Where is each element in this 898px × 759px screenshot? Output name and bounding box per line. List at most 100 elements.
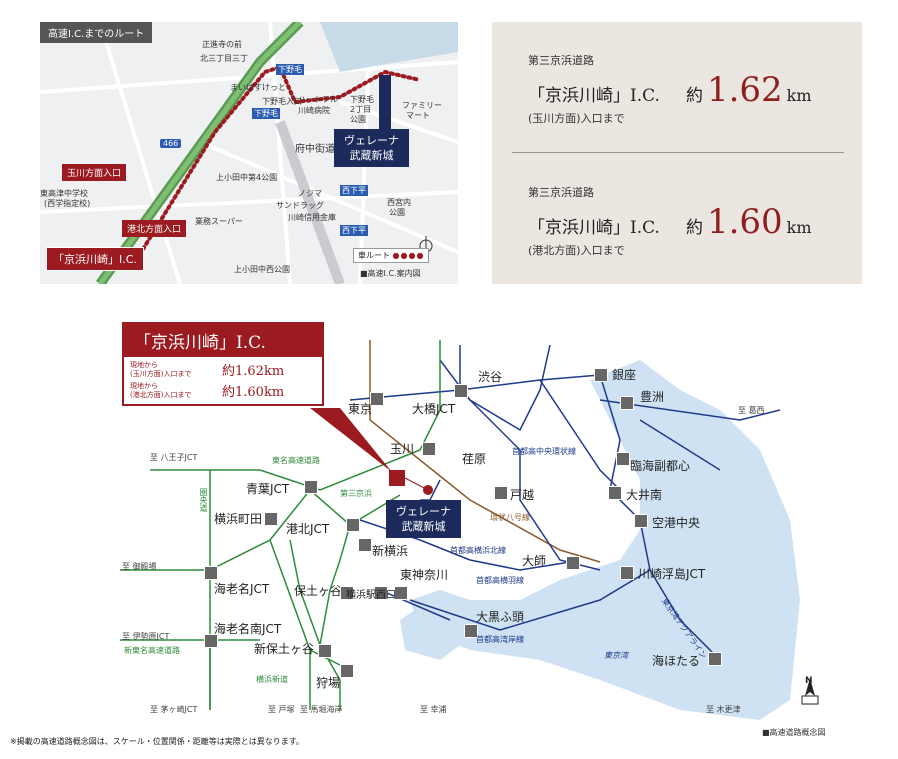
- node-ohashi-jct: 大橋JCT: [412, 402, 456, 416]
- node-daishi: 大師: [522, 554, 547, 568]
- place-label: サンドラッグ: [276, 201, 324, 210]
- node-ukishima-jct: 川崎浮島JCT: [638, 567, 706, 581]
- direction-totsuka: 至 戸塚: [268, 705, 295, 714]
- node-marker: [204, 566, 218, 580]
- route-map-caption: ■高速I.C.案内図: [360, 269, 421, 278]
- distance-value: 1.62: [706, 70, 783, 110]
- direction-mahoribashi: 至 馬堀海岸: [300, 705, 343, 714]
- place-label: 北三丁目三丁: [200, 54, 248, 63]
- expressway-badge: 466: [160, 139, 182, 148]
- ic-callout: 「京浜川崎」I.C. 現地から (玉川方面)入口まで 約1.62km 現地から …: [122, 322, 324, 406]
- node-marker: [358, 538, 372, 552]
- node-marker: [346, 518, 360, 532]
- road-kendo: 圏央道: [199, 488, 208, 512]
- node-shibuya: 渋谷: [478, 370, 503, 384]
- callout-row-1: 現地から (玉川方面)入口まで 約1.62km: [124, 357, 322, 380]
- node-togoshi: 戸越: [510, 488, 535, 502]
- distance-entry-1: 第三京浜道路 「京浜川崎」I.C. 約 1.62 km (玉川方面)入口まで: [528, 52, 812, 126]
- property-name-line2: 武蔵新城: [349, 149, 394, 162]
- road-shin-tomei: 新東名高速道路: [124, 646, 180, 655]
- road-yokohama-shindo: 横浜新道: [256, 675, 288, 684]
- road-name: 第三京浜道路: [528, 54, 594, 67]
- node-marker: [608, 486, 622, 500]
- node-marker: [494, 486, 508, 500]
- node-marker: [374, 586, 388, 600]
- road-shutoko-chuo: 首都高中央環状線: [512, 447, 576, 456]
- node-marker: [394, 586, 408, 600]
- approx-label: 約: [685, 86, 703, 106]
- property-marker-label: ヴェレーナ 武蔵新城: [334, 129, 409, 167]
- node-ebara: 荏原: [462, 452, 487, 466]
- callout-distance: 約1.62km: [222, 364, 285, 379]
- node-rinkai: 臨海副都心: [630, 459, 691, 473]
- distance-entry-2: 第三京浜道路 「京浜川崎」I.C. 約 1.60 km (港北方面)入口まで: [528, 184, 812, 258]
- node-karuba: 狩場: [316, 676, 341, 690]
- place-label: 公園: [389, 208, 405, 217]
- place-label: 下野毛入口: [262, 97, 302, 106]
- place-label: (西学指定校): [44, 199, 91, 208]
- road-yokohane: 首都高横羽線: [476, 576, 524, 585]
- node-marker: [204, 634, 218, 648]
- legend-route-dots: ●●●●: [392, 251, 425, 260]
- place-label: 正進寺の前: [202, 40, 242, 49]
- node-yokohama-machida: 横浜町田: [214, 512, 263, 526]
- place-label: 上小田中西公園: [234, 265, 290, 274]
- node-shin-hodogaya: 新保土ヶ谷: [254, 642, 315, 656]
- approx-label: 約: [685, 218, 703, 238]
- legend-route-label: 車ルート: [358, 251, 390, 260]
- node-tokyo: 東京: [348, 402, 373, 416]
- node-tamagawa: 玉川: [390, 442, 415, 456]
- node-ebina-minami-jct: 海老名南JCT: [214, 622, 282, 636]
- node-marker: [264, 512, 278, 526]
- node-aoba-jct: 青葉JCT: [246, 482, 290, 496]
- node-hodogaya: 保土ヶ谷: [294, 584, 343, 598]
- place-label: マート: [406, 111, 430, 120]
- direction-isehara: 至 伊勢原JCT: [122, 632, 170, 641]
- direction-note: (玉川方面)入口まで: [528, 112, 625, 125]
- signal-label: 西下平: [340, 225, 368, 236]
- callout-row-2-label: 現地から (港北方面)入口まで: [130, 382, 222, 400]
- disclaimer-footnote: ※掲載の高速道路概念図は、スケール・位置関係・距離等は実際とは異なります。: [10, 737, 304, 746]
- place-label: 公園: [350, 115, 366, 124]
- kohoku-entrance-label: 港北方面入口: [122, 220, 187, 237]
- route-map: 高速I.C.までのルート 正進寺の前 北三丁目三丁 下野毛 まいばすけっと 下野…: [40, 22, 458, 284]
- place-label: 2丁目: [350, 105, 372, 114]
- node-shin-yokohama: 新横浜: [372, 544, 409, 558]
- signal-label: 西下平: [340, 185, 368, 196]
- road-tomei: 東名高速道路: [272, 456, 320, 465]
- property-label: ヴェレーナ 武蔵新城: [386, 500, 461, 538]
- route-legend: 車ルート ●●●●: [353, 248, 430, 263]
- direction-chigasaki: 至 茅ヶ崎JCT: [150, 705, 198, 714]
- direction-kisarazu: 至 木更津: [706, 705, 741, 714]
- node-marker: [422, 442, 436, 456]
- node-yokohama-nishiguchi: 横浜駅西口: [346, 590, 396, 601]
- callout-direction: (港北方面)入口まで: [130, 390, 192, 399]
- property-line1: ヴェレーナ: [396, 505, 451, 518]
- node-umihotaru: 海ほたる: [652, 654, 701, 668]
- route-map-title: 高速I.C.までのルート: [40, 22, 153, 43]
- direction-note: (港北方面)入口まで: [528, 244, 625, 257]
- ic-name: 「京浜川崎」I.C.: [528, 218, 660, 238]
- direction-hachioji: 至 八王子JCT: [150, 453, 198, 462]
- compass-north-label: N: [805, 676, 813, 686]
- distance-unit: km: [786, 218, 812, 237]
- node-marker: [634, 514, 648, 528]
- callout-distance: 約1.60km: [222, 385, 285, 400]
- node-higashi-kanagawa: 東神奈川: [400, 568, 449, 582]
- place-label: 上小田中第4公園: [216, 173, 278, 182]
- node-marker: [566, 556, 580, 570]
- road-yokohama-hokusen: 首都高横浜北線: [450, 546, 506, 555]
- tokyo-bay-label: 東京湾: [604, 651, 628, 660]
- distance-info-panel: 第三京浜道路 「京浜川崎」I.C. 約 1.62 km (玉川方面)入口まで 第…: [492, 22, 862, 284]
- direction-sachiura: 至 幸浦: [420, 705, 447, 714]
- callout-row-1-label: 現地から (玉川方面)入口まで: [130, 361, 222, 379]
- node-marker: [340, 586, 354, 600]
- callout-row-2: 現地から (港北方面)入口まで 約1.60km: [124, 379, 322, 404]
- callout-from: 現地から: [130, 381, 158, 390]
- node-marker: [616, 452, 630, 466]
- panel-divider: [512, 152, 844, 153]
- node-marker: [620, 396, 634, 410]
- place-label: 川崎信用金庫: [288, 213, 336, 222]
- place-label: ノジマ: [298, 189, 322, 198]
- ic-name: 「京浜川崎」I.C.: [528, 86, 660, 106]
